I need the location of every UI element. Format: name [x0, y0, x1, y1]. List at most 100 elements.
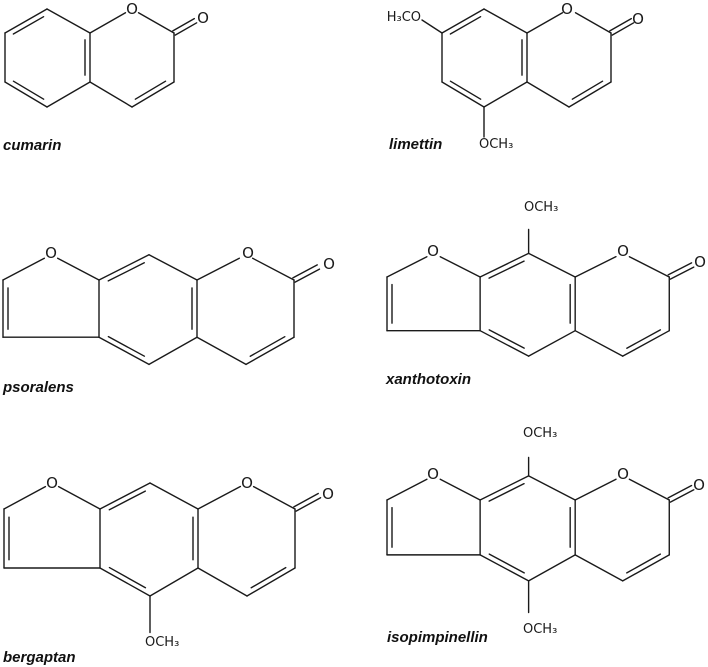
compound-name: limettin — [389, 136, 442, 153]
limettin-bond — [526, 12, 564, 34]
isopimpinellin-double-bond — [667, 484, 693, 499]
xanthotoxin-bond — [574, 255, 617, 278]
xanthotoxin-double-bond-inner — [488, 260, 525, 279]
psoralens-double-bond-inner — [249, 335, 286, 357]
compound-name: psoralens — [2, 379, 74, 396]
bergaptan-double-bond — [99, 482, 151, 510]
xanthotoxin-bond — [386, 256, 428, 278]
isopimpinellin-bond — [439, 478, 481, 501]
xanthotoxin-double-bond — [669, 266, 695, 280]
psoralens-double-bond-inner — [107, 262, 145, 282]
isopimpinellin-double-bond-inner — [488, 553, 525, 574]
bergaptan-double-bond — [295, 497, 322, 512]
cumarin-bond — [89, 81, 133, 108]
atom-carbonyl-oxygen: O — [694, 253, 706, 271]
bergaptan-bond — [149, 567, 199, 597]
isopimpinellin-double-bond — [669, 489, 695, 503]
cumarin-double-bond-inner — [134, 80, 167, 100]
atom-ring-oxygen: O — [617, 242, 629, 260]
limettin-double-bond-inner — [571, 80, 604, 100]
psoralens-bond — [148, 336, 198, 366]
isopimpinellin-double-bond — [479, 554, 530, 582]
cumarin-double-bond-inner — [12, 80, 45, 100]
methoxy-group-8: OCH₃ — [524, 200, 558, 215]
xanthotoxin-bond — [628, 256, 670, 278]
molecule-psoralens: O O O psoralens — [2, 244, 335, 396]
isopimpinellin-double-bond — [622, 554, 670, 582]
limettin-double-bond — [441, 81, 485, 108]
psoralens-bond — [251, 257, 295, 281]
atom-furan-oxygen: O — [45, 244, 57, 262]
cumarin-bond — [137, 12, 175, 34]
psoralens-bond — [196, 336, 247, 366]
bergaptan-double-bond-inner — [108, 490, 147, 511]
limettin-double-bond-inner — [449, 80, 482, 100]
limettin-double-bond — [609, 17, 632, 32]
psoralens-bond — [148, 254, 198, 281]
xanthotoxin-double-bond-inner — [488, 329, 525, 349]
psoralens-double-bond — [98, 336, 150, 366]
atom-carbonyl-oxygen: O — [632, 10, 644, 28]
compound-name: isopimpinellin — [387, 629, 488, 646]
psoralens-double-bond — [294, 268, 321, 283]
bergaptan-bond — [3, 485, 47, 510]
limettin-bond — [421, 19, 443, 34]
molecule-bergaptan: O O O OCH₃ bergaptan — [3, 474, 334, 666]
atom-carbonyl-oxygen: O — [693, 476, 705, 494]
methoxy-group-5: OCH₃ — [145, 635, 179, 650]
methoxy-group-5: OCH₃ — [479, 137, 513, 152]
limettin-double-bond-inner — [449, 16, 482, 35]
xanthotoxin-double-bond — [479, 329, 530, 357]
cumarin-double-bond — [174, 22, 198, 36]
bergaptan-double-bond — [246, 567, 296, 597]
bergaptan-double-bond-inner — [108, 566, 147, 589]
bergaptan-bond — [252, 485, 296, 510]
atom-ring-oxygen: O — [242, 244, 254, 262]
cumarin-bond — [46, 81, 91, 108]
atom-carbonyl-oxygen: O — [197, 9, 209, 27]
compound-name: cumarin — [3, 137, 61, 154]
limettin-bond — [483, 8, 528, 34]
compound-name: bergaptan — [3, 649, 76, 666]
isopimpinellin-double-bond — [479, 475, 530, 501]
limettin-bond — [483, 81, 528, 108]
bergaptan-double-bond-inner — [250, 566, 287, 589]
psoralens-double-bond — [245, 336, 295, 366]
xanthotoxin-bond — [439, 256, 481, 278]
xanthotoxin-double-bond — [667, 262, 693, 276]
bergaptan-double-bond — [293, 492, 319, 508]
xanthotoxin-bond — [574, 329, 624, 357]
bergaptan-bond — [149, 482, 199, 510]
limettin-double-bond — [611, 22, 635, 36]
isopimpinellin-bond — [527, 475, 576, 501]
atom-furan-oxygen: O — [427, 242, 439, 260]
xanthotoxin-bond — [527, 329, 576, 357]
methoxy-group-7: H₃CO — [387, 10, 421, 25]
bergaptan-double-bond — [99, 567, 151, 597]
limettin-bond — [526, 81, 570, 108]
molecule-cumarin: O O cumarin — [3, 0, 209, 154]
atom-carbonyl-oxygen: O — [322, 485, 334, 503]
bergaptan-bond — [197, 567, 248, 597]
atom-ring-oxygen: O — [241, 474, 253, 492]
atom-furan-oxygen: O — [46, 474, 58, 492]
atom-furan-oxygen: O — [427, 465, 439, 483]
bergaptan-bond — [197, 485, 242, 510]
cumarin-bond — [46, 8, 91, 34]
isopimpinellin-bond — [386, 478, 428, 501]
psoralens-bond — [2, 257, 46, 281]
limettin-bond — [574, 12, 612, 34]
methoxy-group-8: OCH₃ — [523, 426, 557, 441]
compound-name: xanthotoxin — [385, 371, 471, 388]
limettin-double-bond — [568, 81, 612, 108]
atom-ring-oxygen: O — [126, 0, 138, 18]
cumarin-double-bond — [4, 81, 48, 108]
limettin-double-bond — [441, 8, 485, 34]
isopimpinellin-bond — [527, 554, 576, 582]
xanthotoxin-double-bond — [622, 329, 670, 357]
cumarin-double-bond — [131, 81, 175, 108]
atom-ring-oxygen: O — [561, 0, 573, 18]
bond-layer — [2, 8, 695, 634]
molecule-limettin: O O H₃CO OCH₃ limettin — [387, 0, 644, 153]
